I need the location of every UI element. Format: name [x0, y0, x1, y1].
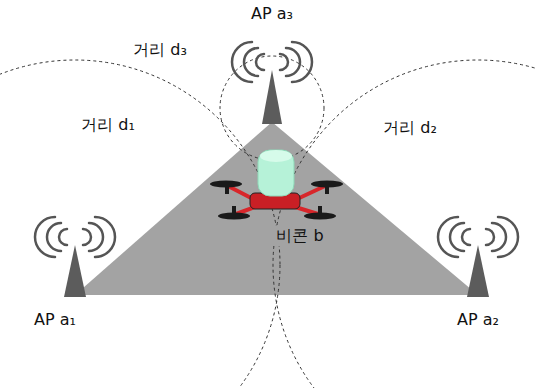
range-circle	[0, 60, 280, 388]
label-text: 거리 d₂	[380, 118, 440, 138]
label-text: 비콘 b	[273, 226, 326, 246]
label-text: AP a₁	[31, 310, 79, 330]
label-text: 거리 d₁	[78, 115, 138, 135]
range-circle	[273, 60, 535, 388]
triangle-area	[75, 122, 478, 295]
ap-icon	[438, 217, 518, 297]
label-text: AP a₃	[248, 4, 296, 24]
range-circles	[0, 56, 535, 388]
ap-icon	[232, 42, 312, 124]
label-text: 거리 d₃	[130, 40, 190, 60]
drone-beacon	[210, 150, 343, 220]
label-text: AP a₂	[454, 310, 502, 330]
ap-icon	[35, 217, 115, 297]
